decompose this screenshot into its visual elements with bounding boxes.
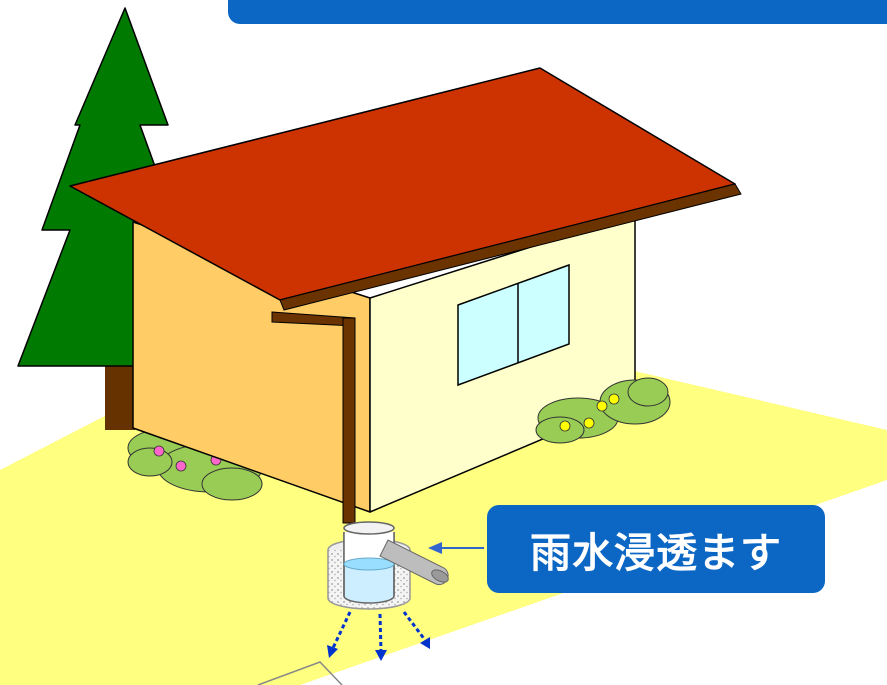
window bbox=[457, 263, 570, 387]
infiltration-basin bbox=[327, 521, 449, 610]
flower bbox=[559, 420, 571, 432]
tree-trunk bbox=[105, 362, 135, 430]
left-shrub bbox=[127, 427, 263, 501]
right-shrub bbox=[535, 377, 671, 444]
partial-outline bbox=[257, 661, 343, 685]
flower bbox=[175, 460, 187, 472]
flower bbox=[583, 417, 595, 429]
roof bbox=[69, 67, 742, 311]
label-pointer-arrow bbox=[428, 542, 484, 554]
roof-gutter bbox=[279, 183, 742, 311]
infiltration-basin-label: 雨水浸透ます bbox=[487, 505, 825, 593]
flower bbox=[153, 445, 165, 457]
top-banner bbox=[228, 0, 887, 24]
label-text: 雨水浸透ます bbox=[530, 529, 782, 577]
arrowheads bbox=[327, 637, 430, 661]
flower bbox=[596, 400, 608, 412]
infiltration-arrows bbox=[331, 611, 427, 653]
flower bbox=[608, 393, 620, 405]
downspout bbox=[271, 311, 356, 524]
